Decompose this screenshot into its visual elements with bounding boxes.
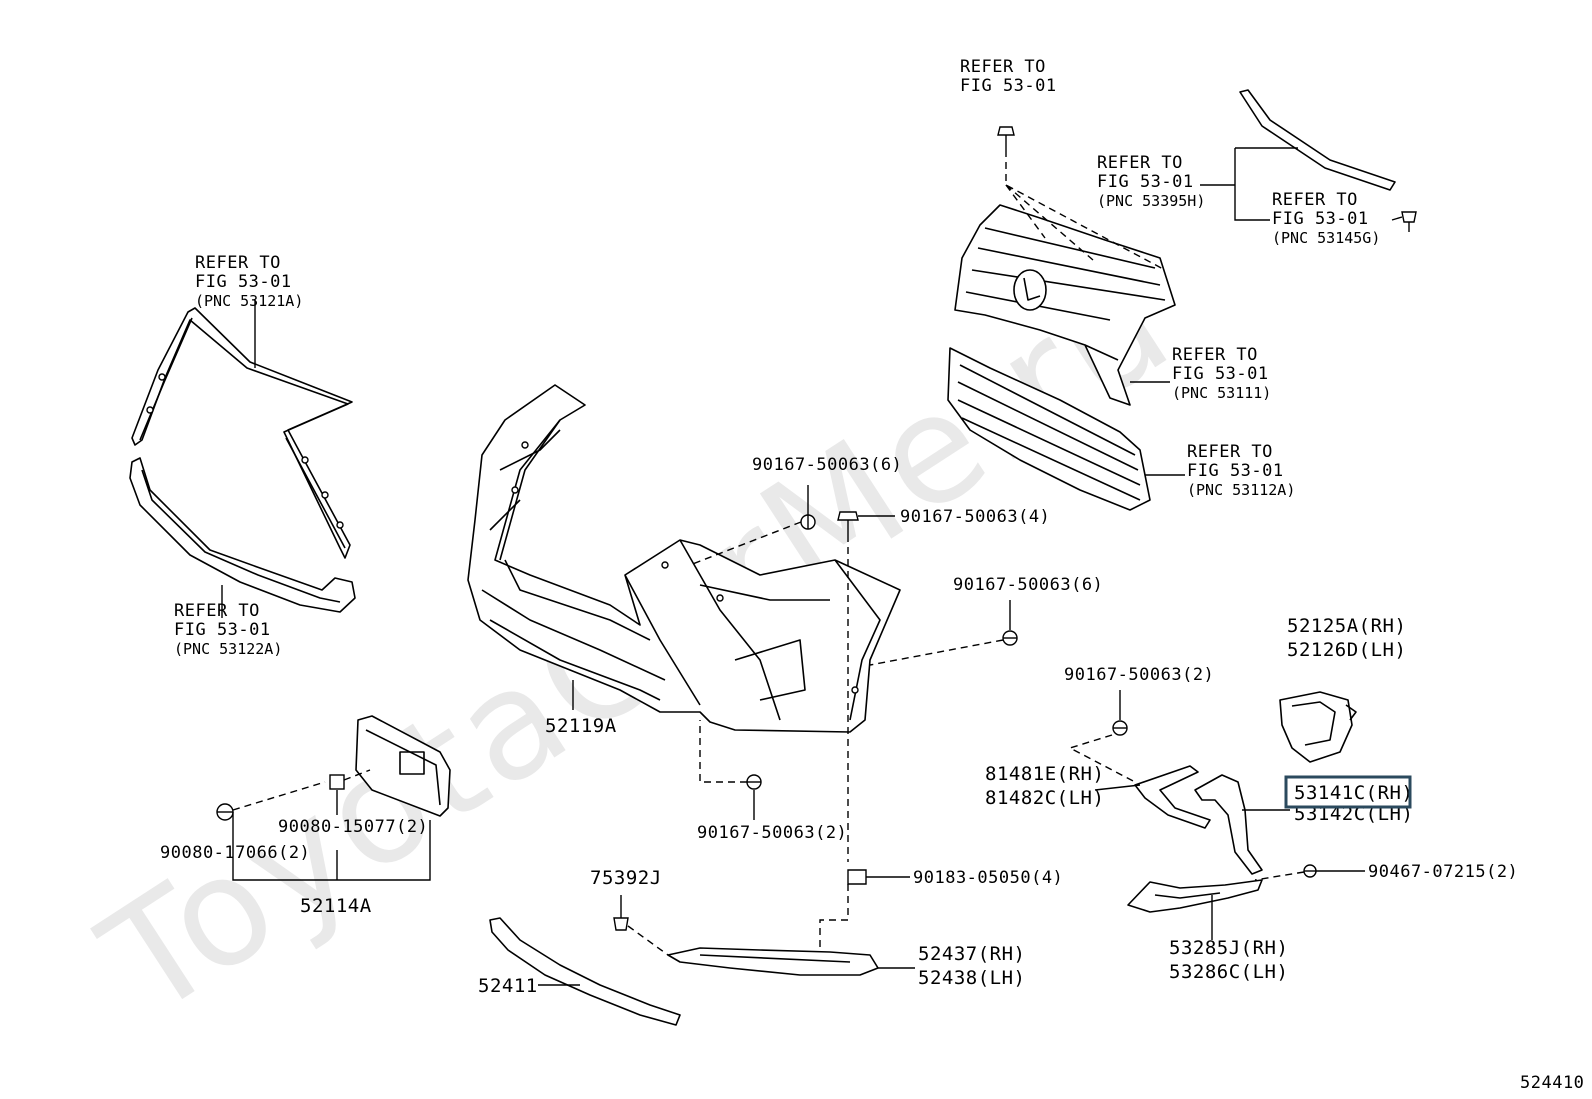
- lamp-part[interactable]: [1134, 765, 1211, 829]
- figure-id: 524410: [1520, 1073, 1584, 1093]
- bracket-part[interactable]: [1279, 691, 1357, 763]
- screw-icon: [1303, 864, 1317, 878]
- lexus-emblem-icon: [1013, 269, 1047, 311]
- grille-bolt-icon: [997, 126, 1015, 150]
- refer-grille-lower-line2: FIG 53-01: [1187, 461, 1284, 481]
- label-screw[interactable]: 90467-07215(2): [1368, 862, 1518, 882]
- bumper-cover-part[interactable]: [467, 384, 901, 733]
- label-cover-rh[interactable]: 53285J(RH): [1169, 937, 1288, 959]
- refer-molding-line2: FIG 53-01: [1097, 172, 1194, 192]
- label-plate-bolt[interactable]: 90080-17066(2): [160, 843, 310, 863]
- label-lamp-rh[interactable]: 81481E(RH): [985, 763, 1104, 785]
- refer-grille-bolt-line2: FIG 53-01: [960, 76, 1057, 96]
- label-plate-bracket[interactable]: 52114A: [300, 895, 372, 917]
- clip-top-part[interactable]: [1401, 211, 1417, 232]
- refer-molding-line1: REFER TO: [1097, 153, 1183, 173]
- refer-clip-line2: FIG 53-01: [1272, 209, 1369, 229]
- label-cover-lh[interactable]: 53286C(LH): [1169, 961, 1288, 983]
- label-bolt-e[interactable]: 90167-50063(2): [1064, 665, 1214, 685]
- refer-grille-upper-line3: (PNC 53111): [1172, 384, 1271, 402]
- label-bracket-rh[interactable]: 52125A(RH): [1287, 615, 1406, 637]
- leader-lines: [221, 147, 1403, 986]
- refer-clip-line3: (PNC 53145G): [1272, 229, 1380, 247]
- label-lamp-lh[interactable]: 81482C(LH): [985, 787, 1104, 809]
- highlight-box: [1284, 775, 1412, 809]
- label-bumper-cover[interactable]: 52119A: [545, 715, 617, 737]
- plate-bolt-icon: [216, 803, 234, 821]
- plate-bracket-part[interactable]: [355, 715, 451, 817]
- refer-grille-upper-line1: REFER TO: [1172, 345, 1258, 365]
- label-bolt-b[interactable]: 90167-50063(4): [900, 507, 1050, 527]
- label-lower-strip[interactable]: 52411: [478, 975, 538, 997]
- lower-strip-part[interactable]: [489, 917, 681, 1026]
- refer-molding-line3: (PNC 53395H): [1097, 192, 1205, 210]
- label-nut[interactable]: 90183-05050(4): [913, 868, 1063, 888]
- molding-top-part[interactable]: [1239, 89, 1396, 191]
- refer-frame-upper-line1: REFER TO: [195, 253, 281, 273]
- refer-frame-lower-line2: FIG 53-01: [174, 620, 271, 640]
- refer-grille-lower-line3: (PNC 53112A): [1187, 481, 1295, 499]
- refer-frame-upper-line2: FIG 53-01: [195, 272, 292, 292]
- label-spoiler-rh[interactable]: 52437(RH): [918, 943, 1025, 965]
- refer-frame-lower-line1: REFER TO: [174, 601, 260, 621]
- refer-grille-upper-line2: FIG 53-01: [1172, 364, 1269, 384]
- label-bolt-a[interactable]: 90167-50063(6): [752, 455, 902, 475]
- label-bracket-lh[interactable]: 52126D(LH): [1287, 639, 1406, 661]
- label-bolt-c[interactable]: 90167-50063(6): [953, 575, 1103, 595]
- molding-part[interactable]: [1194, 774, 1263, 875]
- label-bolt-d[interactable]: 90167-50063(2): [697, 823, 847, 843]
- plate-nut-icon: [329, 774, 345, 790]
- refer-grille-bolt-line1: REFER TO: [960, 57, 1046, 77]
- frame-upper-part[interactable]: [131, 307, 353, 559]
- cover-part[interactable]: [1127, 879, 1263, 913]
- label-clip[interactable]: 75392J: [590, 867, 662, 889]
- refer-frame-upper-line3: (PNC 53121A): [195, 292, 303, 310]
- bolt-e-icon: [1112, 720, 1128, 736]
- refer-frame-lower-line3: (PNC 53122A): [174, 640, 282, 658]
- spoiler-part[interactable]: [667, 947, 879, 976]
- bolt-a-icon: [800, 514, 816, 530]
- bolt-c-icon: [1002, 630, 1018, 646]
- grille-lower-part[interactable]: [947, 347, 1151, 511]
- nut-icon: [847, 869, 867, 885]
- refer-grille-lower-line1: REFER TO: [1187, 442, 1273, 462]
- bolt-b-icon: [837, 511, 859, 535]
- frame-lower-part[interactable]: [129, 457, 356, 613]
- grille-upper-part[interactable]: [954, 204, 1176, 406]
- label-spoiler-lh[interactable]: 52438(LH): [918, 967, 1025, 989]
- label-molding-rh[interactable]: 53141C(RH): [1294, 782, 1413, 804]
- refer-clip-line1: REFER TO: [1272, 190, 1358, 210]
- bolt-d-icon: [746, 774, 762, 790]
- label-plate-nut[interactable]: 90080-15077(2): [278, 817, 428, 837]
- clip-icon: [613, 917, 629, 931]
